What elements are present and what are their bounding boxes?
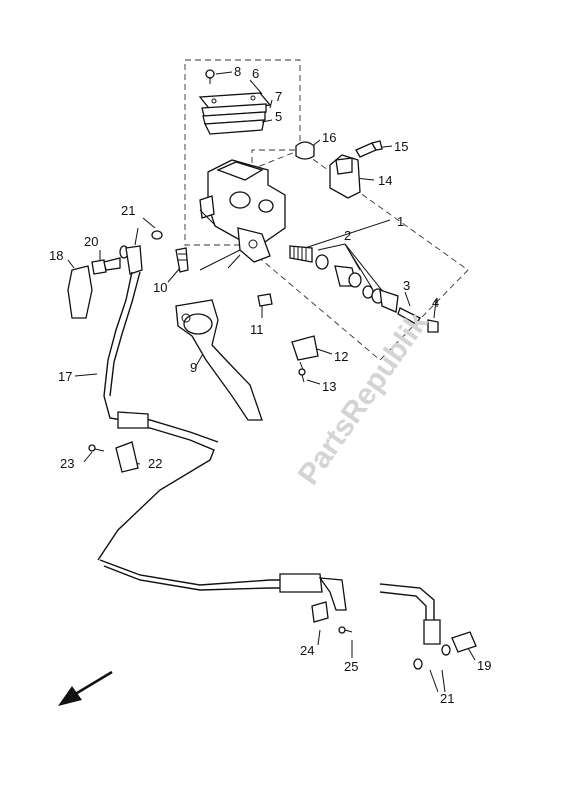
callout-25: 25 bbox=[344, 659, 358, 674]
rubber-cap bbox=[295, 141, 315, 160]
callout-7: 7 bbox=[275, 89, 282, 104]
hose-clamp bbox=[115, 441, 139, 473]
copper-washer-lower-2 bbox=[441, 644, 451, 656]
callout-15: 15 bbox=[394, 139, 408, 154]
callout-18: 18 bbox=[49, 248, 63, 263]
callout-24: 24 bbox=[300, 643, 314, 658]
callout-23: 23 bbox=[60, 456, 74, 471]
hose-guide bbox=[311, 601, 329, 623]
banjo-cover bbox=[67, 265, 93, 319]
piston-kit bbox=[289, 245, 439, 333]
switch-screw bbox=[298, 368, 306, 383]
union-bolt bbox=[91, 257, 121, 275]
front-direction-arrow-icon bbox=[58, 670, 113, 706]
cap-screw bbox=[205, 69, 215, 84]
clutch-switch bbox=[291, 335, 319, 373]
callout-2: 2 bbox=[344, 228, 351, 243]
master-cylinder-body bbox=[199, 159, 286, 263]
lower-union-bolt bbox=[451, 631, 477, 653]
callout-20: 20 bbox=[84, 234, 98, 249]
callout-11: 11 bbox=[250, 322, 264, 337]
piston-kit-group-box bbox=[249, 149, 469, 361]
reservoir-group-box bbox=[184, 59, 301, 246]
reservoir-bracket bbox=[329, 154, 361, 199]
clutch-lever bbox=[175, 299, 263, 421]
callout-9: 9 bbox=[190, 360, 197, 375]
callout-4: 4 bbox=[432, 295, 439, 310]
callout-19: 19 bbox=[477, 658, 491, 673]
pivot-bolt bbox=[175, 247, 189, 273]
callout-22: 22 bbox=[148, 456, 162, 471]
watermark: PartsRepublik bbox=[292, 306, 435, 490]
bracket-screw bbox=[355, 140, 383, 158]
callout-16: 16 bbox=[322, 130, 336, 145]
callout-1: 1 bbox=[397, 214, 404, 229]
reservoir-cap bbox=[198, 92, 272, 135]
copper-washer-lower-1 bbox=[413, 658, 423, 670]
leader-lines bbox=[67, 71, 476, 693]
clamp-bolt bbox=[88, 444, 105, 452]
callout-6: 6 bbox=[252, 66, 259, 81]
callout-17: 17 bbox=[58, 369, 72, 384]
callout-14: 14 bbox=[378, 173, 392, 188]
callout-3: 3 bbox=[403, 278, 410, 293]
callout-5: 5 bbox=[275, 109, 282, 124]
callout-13: 13 bbox=[322, 379, 336, 394]
callout-12: 12 bbox=[334, 349, 348, 364]
clutch-hose bbox=[97, 245, 441, 645]
guide-bolt bbox=[338, 626, 353, 634]
callout-10: 10 bbox=[153, 280, 167, 295]
callout-21-lower: 21 bbox=[440, 691, 454, 706]
copper-washer-top bbox=[151, 230, 163, 240]
pivot-nut bbox=[257, 293, 273, 307]
callout-8: 8 bbox=[234, 64, 241, 79]
callout-21-upper: 21 bbox=[121, 203, 135, 218]
